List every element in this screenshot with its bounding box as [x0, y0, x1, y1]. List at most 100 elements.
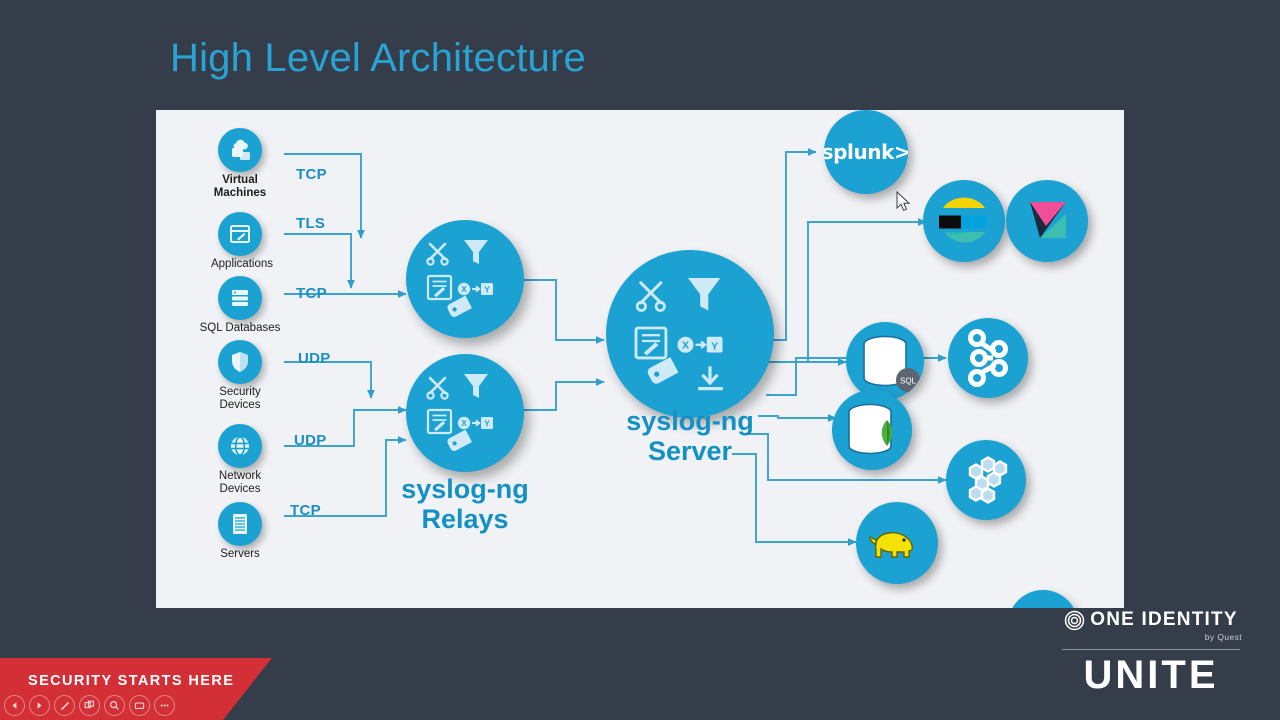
ellipsis-icon [160, 704, 169, 707]
source-label-security-devices: Security Devices [180, 386, 300, 411]
grid-icon [84, 700, 94, 709]
syslog-ng-relays-label: syslog-ng Relays [345, 474, 585, 534]
label-line-1: Servers [220, 548, 260, 560]
virtual-machines-icon [232, 139, 250, 160]
source-node-servers[interactable] [218, 502, 262, 546]
tag-icon [447, 295, 472, 317]
label-line-2: Machines [213, 186, 267, 199]
pen-icon [60, 701, 69, 710]
funnel-icon [464, 240, 488, 264]
syslog-ng-server-label: syslog-ng Server [570, 406, 810, 466]
destination-splunk[interactable]: splunk> [824, 110, 908, 194]
label-line-1: syslog-ng [626, 406, 754, 436]
magnifier-icon [109, 700, 119, 710]
screen-options-button[interactable] [129, 695, 150, 716]
source-node-network-devices[interactable] [218, 424, 262, 468]
destination-hexagon-grid[interactable] [946, 440, 1026, 520]
protocol-label-tcp-vm: TCP [296, 166, 327, 183]
presenter-controls [4, 695, 175, 716]
funnel-icon [464, 374, 488, 398]
protocol-label-udp-security: UDP [298, 350, 331, 367]
server-icon-group: X Y [634, 278, 723, 391]
label-line-1: syslog-ng [401, 474, 529, 504]
screen-icon [134, 702, 145, 709]
network-globe-icon [231, 436, 249, 456]
triangle-right-icon [37, 702, 42, 709]
svg-text:X: X [682, 340, 689, 352]
scissors-icon [426, 376, 449, 400]
hadoop-elephant-logo [869, 532, 913, 558]
server-rack-icon [233, 514, 247, 534]
sql-database-icon [232, 290, 248, 306]
source-node-security-devices[interactable] [218, 340, 262, 384]
protocol-label-tls-apps: TLS [296, 215, 326, 232]
x-to-y-transform-icon: X Y [677, 336, 723, 353]
sql-database-logo: SQL [863, 335, 920, 392]
source-node-applications[interactable] [218, 212, 262, 256]
destination-hadoop[interactable] [856, 502, 938, 584]
svg-text:X: X [461, 419, 467, 428]
brand-logo: ONE IDENTITY by Quest UNITE [1056, 609, 1246, 696]
source-label-virtual-machines: Virtual Machines [180, 174, 300, 199]
security-banner-text: SECURITY STARTS HERE [28, 673, 235, 689]
protocol-label-tcp-sql: TCP [296, 285, 327, 302]
scissors-icon [426, 242, 449, 266]
scissors-icon [635, 281, 666, 312]
source-label-servers: Servers [180, 548, 300, 561]
syslog-ng-relay-node-1[interactable]: X Y [406, 220, 524, 338]
syslog-ng-relay-node-2[interactable]: X Y [406, 354, 524, 472]
destination-sql-database[interactable]: SQL [846, 322, 924, 400]
note-edit-icon [426, 408, 453, 435]
previous-slide-button[interactable] [4, 695, 25, 716]
source-node-sql-databases[interactable] [218, 276, 262, 320]
label-line-2: Devices [219, 398, 261, 411]
by-quest-label: by Quest [1204, 632, 1242, 642]
funnel-icon [688, 278, 721, 311]
slide-canvas: Virtual Machines Applications [156, 110, 1124, 608]
note-edit-icon [634, 326, 668, 360]
source-label-network-devices: Network Devices [180, 470, 300, 495]
label-line-1: Security [219, 386, 261, 398]
source-label-applications: Applications [182, 258, 302, 271]
tag-icon [647, 357, 679, 384]
triangle-left-icon [12, 702, 17, 709]
destination-mongodb[interactable] [832, 390, 912, 470]
svg-text:X: X [461, 285, 467, 294]
x-to-y-transform-icon: X Y [457, 416, 493, 430]
destination-kibana[interactable] [1006, 180, 1088, 262]
destination-partial-cutoff[interactable] [1008, 590, 1078, 608]
elasticsearch-logo [939, 197, 987, 243]
protocol-label-udp-network: UDP [294, 432, 327, 449]
label-line-2: Server [647, 436, 733, 466]
one-identity-row: ONE IDENTITY [1056, 609, 1246, 631]
destination-elasticsearch[interactable] [923, 180, 1005, 262]
label-line-2: Devices [219, 482, 261, 495]
label-line-1: Applications [210, 258, 273, 270]
pen-tool-button[interactable] [54, 695, 75, 716]
syslog-ng-server-node[interactable]: X Y [606, 250, 774, 418]
svg-text:Y: Y [484, 420, 490, 429]
label-line-1: Virtual [222, 174, 258, 186]
all-slides-button[interactable] [79, 695, 100, 716]
relay-1-icon-group: X Y [426, 240, 493, 317]
zoom-tool-button[interactable] [104, 695, 125, 716]
source-node-virtual-machines[interactable] [218, 128, 262, 172]
note-edit-icon [426, 274, 453, 301]
svg-text:Y: Y [711, 340, 718, 352]
kafka-logo [968, 329, 1008, 387]
label-line-2: Relays [421, 504, 509, 534]
next-slide-button[interactable] [29, 695, 50, 716]
logo-divider [1062, 649, 1240, 650]
hexagon-grid-logo [968, 456, 1008, 504]
mongodb-logo [848, 403, 893, 455]
destination-kafka[interactable] [948, 318, 1028, 398]
mouse-cursor [896, 191, 911, 212]
kibana-logo [1030, 202, 1066, 238]
x-to-y-transform-icon: X Y [457, 282, 493, 296]
more-options-button[interactable] [154, 695, 175, 716]
relay-2-icon-group: X Y [426, 374, 493, 451]
store-download-icon [698, 366, 723, 391]
one-identity-mark-icon [1065, 610, 1085, 630]
one-identity-label: ONE IDENTITY [1090, 609, 1238, 630]
